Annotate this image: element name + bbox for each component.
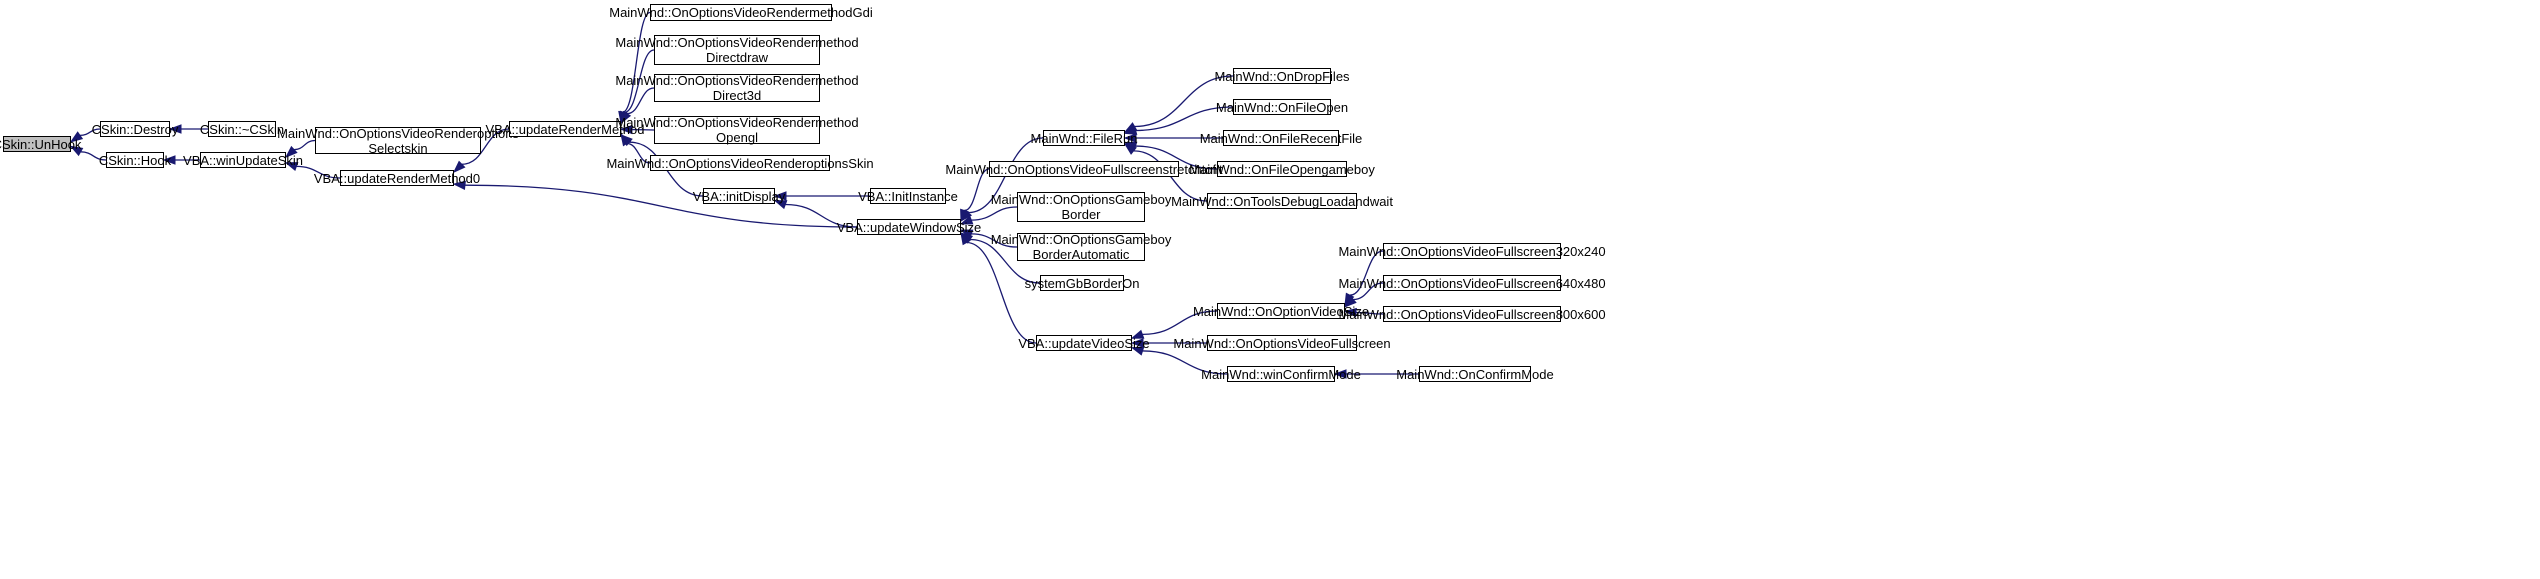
arrowhead-unhook xyxy=(69,145,84,157)
arrowhead-urm xyxy=(619,134,633,147)
edge-hook-to-unhook xyxy=(80,151,107,161)
edge-selectskin-to-winupdateskin xyxy=(294,139,316,151)
node-filerun[interactable]: MainWnd::FileRun xyxy=(1030,130,1138,146)
node-gbborderauto[interactable]: MainWnd::OnOptionsGameboy BorderAutomati… xyxy=(990,232,1172,262)
edge-destroy-to-unhook xyxy=(79,128,101,137)
arrowhead-urm xyxy=(620,110,632,125)
node-gbborderon[interactable]: systemGbBorderOn xyxy=(1024,275,1140,291)
node-onconfirm[interactable]: MainWnd::OnConfirmMode xyxy=(1396,366,1554,382)
node-dtor[interactable]: CSkin::~CSkin xyxy=(199,121,285,137)
node-loadandwait[interactable]: MainWnd::OnToolsDebugLoadandwait xyxy=(1171,193,1393,209)
node-fileopen[interactable]: MainWnd::OnFileOpen xyxy=(1215,99,1349,115)
edge-stretchtofit-to-uws xyxy=(964,168,990,212)
edge-fs320-to-optionvideosize xyxy=(1349,250,1384,296)
node-uws[interactable]: VBA::updateWindowSize xyxy=(836,219,982,235)
arrowhead-winupdateskin xyxy=(284,162,299,171)
edge-d3d-to-urm xyxy=(626,87,655,115)
arrowhead-uvs xyxy=(1130,338,1144,348)
arrowhead-urm0 xyxy=(452,180,466,190)
node-roskin[interactable]: MainWnd::OnOptionsVideoRenderoptionsSkin xyxy=(606,155,874,171)
node-uvs[interactable]: VBA::updateVideoSize xyxy=(1018,335,1150,351)
node-selectskin[interactable]: MainWnd::OnOptionsVideoRenderoptions Sel… xyxy=(277,125,519,156)
node-ddraw[interactable]: MainWnd::OnOptionsVideoRendermethod Dire… xyxy=(615,35,859,65)
node-destroy[interactable]: CSkin::Destroy xyxy=(91,121,179,137)
arrowhead-destroy xyxy=(168,124,182,134)
edge-fs640-to-optionvideosize xyxy=(1353,282,1384,301)
arrowhead-optionvideosize xyxy=(1343,295,1357,308)
node-urm[interactable]: VBA::updateRenderMethod xyxy=(485,121,645,137)
edge-urm-to-urm0 xyxy=(461,128,510,165)
arrowhead-filerun xyxy=(1123,125,1138,135)
arrowhead-optionvideosize xyxy=(1343,307,1357,318)
node-d3d[interactable]: MainWnd::OnOptionsVideoRendermethod Dire… xyxy=(615,73,859,103)
node-dropfiles[interactable]: MainWnd::OnDropFiles xyxy=(1214,68,1350,84)
node-initdisplay[interactable]: VBA::initDisplay xyxy=(692,188,786,204)
edge-roskin-to-urm xyxy=(626,142,651,164)
node-fs800[interactable]: MainWnd::OnOptionsVideoFullscreen800x600 xyxy=(1338,306,1606,322)
node-stretchtofit[interactable]: MainWnd::OnOptionsVideoFullscreenstretch… xyxy=(945,161,1223,177)
edge-fileopen-to-filerun xyxy=(1135,106,1234,132)
arrowhead-filerun xyxy=(1123,133,1137,143)
arrowhead-winconfirm xyxy=(1333,369,1347,379)
node-fs640[interactable]: MainWnd::OnOptionsVideoFullscreen640x480 xyxy=(1338,275,1606,291)
edge-dropfiles-to-filerun xyxy=(1134,75,1234,128)
node-fs320[interactable]: MainWnd::OnOptionsVideoFullscreen320x240 xyxy=(1338,243,1606,259)
node-opengameboy[interactable]: MainWnd::OnFileOpengameboy xyxy=(1189,161,1375,177)
node-hook[interactable]: CSkin::Hook xyxy=(98,152,172,168)
node-winupdateskin[interactable]: VBA::winUpdateSkin xyxy=(183,152,303,168)
node-unhook[interactable]: CSkin::UnHook xyxy=(0,136,82,152)
edge-ddraw-to-urm xyxy=(623,49,655,114)
edge-uvs-to-uws xyxy=(966,241,1037,344)
arrowhead-initdisplay xyxy=(773,191,787,201)
edge-gbborderon-to-uws xyxy=(969,238,1041,284)
arrowhead-unhook xyxy=(69,131,84,143)
arrowhead-uws xyxy=(959,215,974,225)
arrowhead-uvs xyxy=(1130,346,1145,356)
node-optionvideosize[interactable]: MainWnd::OnOptionVideoSize xyxy=(1192,303,1370,319)
arrowhead-filerun xyxy=(1123,143,1137,155)
arrowhead-hook xyxy=(162,155,176,165)
edge-uws-to-urm0 xyxy=(464,184,858,228)
edge-urm0-to-winupdateskin xyxy=(296,165,341,179)
arrowhead-uws xyxy=(960,208,970,223)
node-urm0[interactable]: VBA::updateRenderMethod0 xyxy=(313,170,481,186)
edge-optionvideosize-to-uvs xyxy=(1142,310,1218,336)
node-gdi[interactable]: MainWnd::OnOptionsVideoRendermethodGdi xyxy=(609,4,873,21)
node-winconfirm[interactable]: MainWnd::winConfirmMode xyxy=(1201,366,1361,382)
edge-gdi-to-urm xyxy=(622,11,651,113)
node-opengl[interactable]: MainWnd::OnOptionsVideoRendermethod Open… xyxy=(615,115,859,145)
edge-uws-to-initdisplay xyxy=(785,203,858,228)
arrowhead-uvs xyxy=(1130,329,1145,339)
edge-opengameboy-to-filerun xyxy=(1135,145,1218,170)
node-gbborder[interactable]: MainWnd::OnOptionsGameboy Border xyxy=(990,192,1172,222)
arrowhead-winupdateskin xyxy=(284,145,298,159)
edge-fs800-to-optionvideosize xyxy=(1355,311,1384,315)
node-recentfile[interactable]: MainWnd::OnFileRecentFile xyxy=(1199,130,1363,146)
edge-gbborder-to-uws xyxy=(971,206,1018,221)
edge-winconfirm-to-uvs xyxy=(1142,350,1228,375)
arrowhead-initdisplay xyxy=(773,200,788,210)
edge-gbborderauto-to-uws xyxy=(971,233,1018,248)
arrowhead-urm0 xyxy=(452,160,466,174)
arrowhead-uws xyxy=(960,231,971,246)
arrowhead-urm xyxy=(619,124,633,135)
node-fullscreen[interactable]: MainWnd::OnOptionsVideoFullscreen xyxy=(1173,335,1391,351)
node-initinstance[interactable]: VBA::InitInstance xyxy=(858,188,958,204)
